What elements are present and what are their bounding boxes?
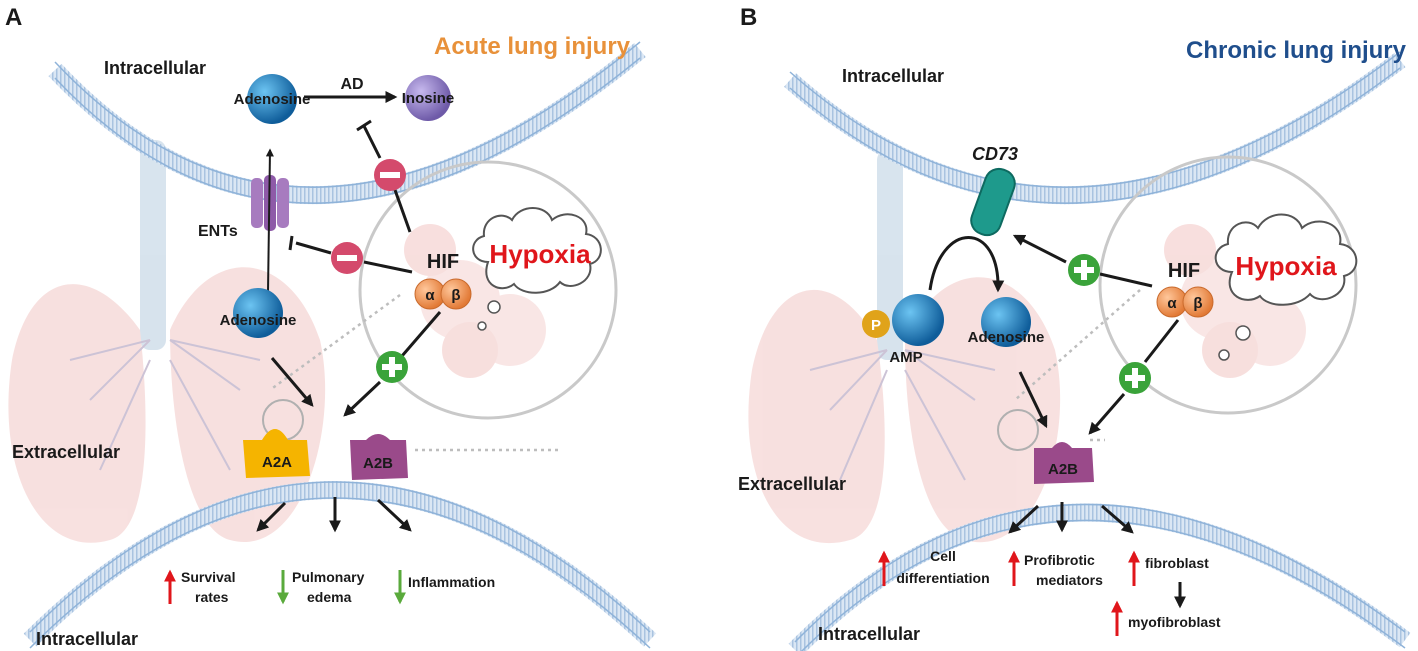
inhibit-ents-tbar [288,235,294,251]
amp-label: AMP [889,349,922,366]
hif-beta-label-a: β [451,287,460,304]
panel-b: B Chronic lung injury Intracellular Extr… [738,4,1411,651]
hypoxia-label-a: Hypoxia [489,239,591,269]
hif-to-activate-line-a [400,311,442,357]
downstream-arrow-a-right [376,498,412,532]
adenosine-extracellular-label: Adenosine [220,312,297,329]
phosphate-group [862,310,890,338]
hif-beta-subunit-a [440,278,472,310]
phosphate-label: P [871,317,881,334]
profibrotic-label-2: mediators [1036,572,1103,588]
panel-b-title: Chronic lung injury [1186,37,1407,64]
intracellular-bottom-label-a: Intracellular [36,629,138,649]
adenosine-to-receptor-arrow-b [1018,371,1048,429]
inhibit-ad-tbar [356,119,372,132]
bottom-membrane-a [23,481,657,647]
bottom-membrane-b [788,503,1411,651]
a2a-receptor [243,429,310,478]
panel-a-title: Acute lung injury [434,33,631,60]
hif-to-inhibit-ents-line [363,260,413,274]
activate-to-receptor-arrow-b [1088,393,1126,435]
a2b-label-b: A2B [1048,461,1078,478]
inhibit-ents-tbar-line [295,241,332,255]
activate-to-receptor-arrow-a [343,380,382,417]
inosine-label: Inosine [402,90,455,107]
panel-a: A Acute lung injury Intracellular Extrac… [5,4,657,649]
myofibroblast-label: myofibroblast [1128,614,1221,630]
extracellular-label-a: Extracellular [12,442,120,462]
hif-to-inhibit-ad-line [393,189,412,233]
hif-alpha-label-a: α [425,287,435,304]
intracellular-bottom-label-b: Intracellular [818,624,920,644]
activate-to-cd73-arrow [1012,234,1067,264]
inhibit-ad-tbar-line [362,125,382,159]
adenosine-molecule-b [981,297,1031,347]
hif-label-b: HIF [1168,260,1200,282]
hif-beta-label-b: β [1193,295,1202,312]
top-membrane-b [784,52,1406,205]
a2b-label-a: A2B [363,455,393,472]
adenosine-label-b: Adenosine [968,329,1045,346]
panel-b-letter: B [740,4,757,31]
panel-a-letter: A [5,4,22,31]
hypoxia-cloud-a [472,207,602,331]
adenosine-to-receptor-arrow-a [270,357,314,407]
hypoxia-cloud-b [1214,213,1358,361]
cell-diff-label-2: differentiation [896,570,989,586]
a2b-receptor-b [1034,442,1094,484]
downstream-arrow-b-left [1008,504,1040,534]
zoom-circle-b [1098,155,1358,415]
intracellular-top-label-b: Intracellular [842,66,944,86]
downstream-arrow-b-right [1101,504,1134,534]
hif-label-a: HIF [427,251,459,273]
ents-label: ENTs [198,223,238,240]
amp-molecule [892,294,944,346]
hif-to-activate-cd73-line [1099,272,1153,288]
extracellular-label-b: Extracellular [738,474,846,494]
hypoxia-label-b: Hypoxia [1235,251,1337,281]
downstream-arrow-a-left [256,501,287,532]
hif-to-activate-line-b [1143,319,1180,363]
inflammation-label: Inflammation [408,574,495,590]
intracellular-top-label-a: Intracellular [104,58,206,78]
survival-label-2: rates [195,589,229,605]
adenosine-extracellular-molecule [233,288,283,338]
inosine-molecule [405,75,451,121]
hif-beta-subunit-b [1182,286,1214,318]
edema-label-1: Pulmonary [292,569,365,585]
ents-transport-arrow [265,148,274,293]
a2a-label: A2A [262,454,292,471]
cell-diff-label-1: Cell [930,548,956,564]
hif-alpha-label-b: α [1167,295,1177,312]
survival-label-1: Survival [181,569,235,585]
top-membrane-a [48,43,646,205]
adenosine-intracellular-molecule [247,74,297,124]
edema-label-2: edema [307,589,352,605]
cd73-conversion-arrow [928,236,1005,293]
a2b-receptor-a [350,434,408,480]
zoom-circle-a [358,160,618,420]
cd73-enzyme [970,167,1016,237]
cd73-label: CD73 [972,144,1018,164]
ad-label: AD [340,76,363,93]
lung-illustration-b [748,150,1061,544]
adenosine-intracellular-label: Adenosine [234,91,311,108]
fibroblast-label: fibroblast [1145,555,1209,571]
profibrotic-label-1: Profibrotic [1024,552,1095,568]
